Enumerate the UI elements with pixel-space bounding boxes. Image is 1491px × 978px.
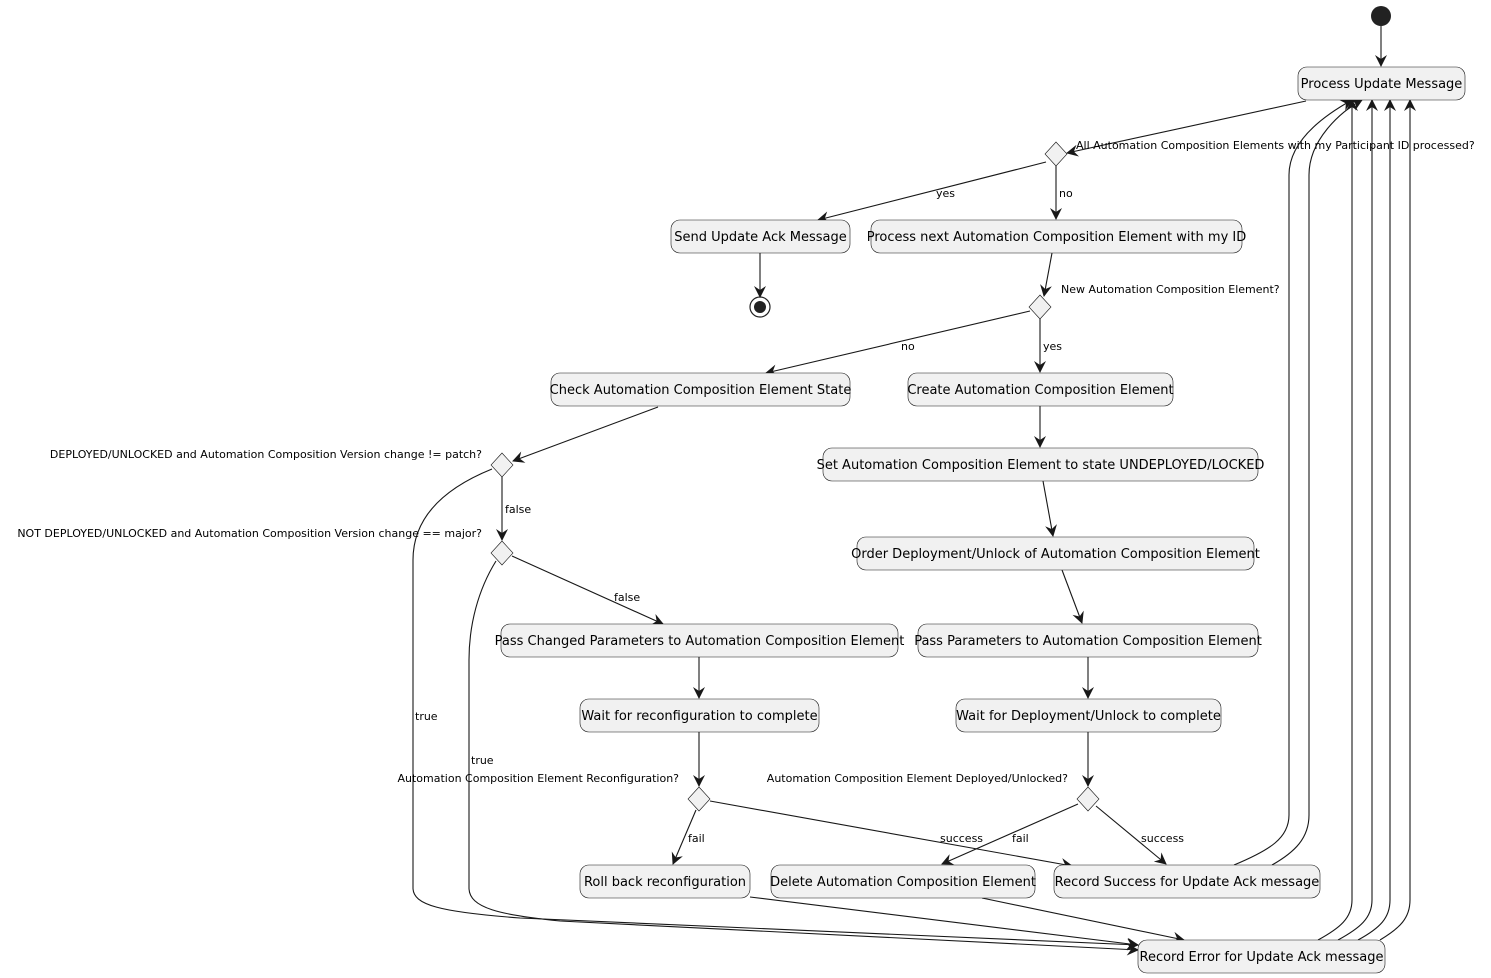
node-create-element: Create Automation Composition Element xyxy=(907,372,1174,407)
node-process-update-message: Process Update Message xyxy=(1297,66,1466,101)
label-new-element-no: no xyxy=(901,340,915,353)
node-pass-parameters: Pass Parameters to Automation Compositio… xyxy=(914,623,1262,658)
node-record-success: Record Success for Update Ack message xyxy=(1053,864,1321,899)
node-send-update-ack-message: Send Update Ack Message xyxy=(670,219,851,254)
node-roll-back-reconfiguration: Roll back reconfiguration xyxy=(579,864,751,899)
svg-text:Check Automation Composition E: Check Automation Composition Element Sta… xyxy=(550,383,852,398)
edge-record-success-loop-1 xyxy=(1233,99,1353,866)
edge-deployed-patch-true xyxy=(412,468,1139,951)
svg-text:Delete Automation Composition: Delete Automation Composition Element xyxy=(770,875,1036,890)
svg-text:Pass Changed Parameters to Aut: Pass Changed Parameters to Automation Co… xyxy=(495,634,905,649)
node-set-element-state: Set Automation Composition Element to st… xyxy=(817,447,1265,482)
svg-text:Roll back reconfiguration: Roll back reconfiguration xyxy=(584,875,746,890)
start-node xyxy=(1371,6,1391,26)
edge-process-update-to-all-processed xyxy=(1066,100,1307,157)
svg-text:Record Success for Update Ack: Record Success for Update Ack message xyxy=(1055,875,1320,890)
svg-text:Record Error for Update Ack me: Record Error for Update Ack message xyxy=(1140,950,1384,965)
edge-reconfiguration-success xyxy=(709,800,1073,870)
edge-check-state-to-deployed-patch xyxy=(512,406,659,463)
svg-text:Process next Automation Compos: Process next Automation Composition Elem… xyxy=(867,230,1247,245)
stop-node xyxy=(749,296,771,318)
edge-record-error-loop-1 xyxy=(1317,99,1358,941)
edge-record-error-loop-3 xyxy=(1357,99,1396,941)
edge-deployed-unlocked-success xyxy=(1095,805,1167,865)
decision-reconfiguration-label: Automation Composition Element Reconfigu… xyxy=(397,772,679,785)
node-check-element-state: Check Automation Composition Element Sta… xyxy=(550,372,852,407)
node-process-next-element: Process next Automation Composition Elem… xyxy=(867,219,1247,254)
label-reconfiguration-success: success xyxy=(940,832,983,845)
svg-text:Send Update Ack Message: Send Update Ack Message xyxy=(674,230,847,245)
decision-new-element-label: New Automation Composition Element? xyxy=(1061,283,1280,296)
svg-text:Set Automation Composition Ele: Set Automation Composition Element to st… xyxy=(817,458,1265,473)
node-record-error: Record Error for Update Ack message xyxy=(1137,939,1386,974)
edge-process-next-to-new-element xyxy=(1040,252,1053,297)
edges xyxy=(412,26,1416,956)
decision-deployed-unlocked: Automation Composition Element Deployed/… xyxy=(767,772,1100,812)
edge-set-state-to-order xyxy=(1042,480,1057,537)
node-order-deployment-unlock: Order Deployment/Unlock of Automation Co… xyxy=(851,536,1260,571)
label-deployed-patch-true: true xyxy=(415,710,438,723)
label-reconfiguration-fail: fail xyxy=(688,832,705,845)
edge-record-success-loop-2 xyxy=(1271,99,1363,866)
svg-text:Pass Parameters to Automation: Pass Parameters to Automation Compositio… xyxy=(914,634,1262,649)
edge-reconfiguration-fail xyxy=(671,809,697,865)
decision-deployed-patch-label: DEPLOYED/UNLOCKED and Automation Composi… xyxy=(50,448,482,461)
decision-new-element: New Automation Composition Element? xyxy=(1028,283,1280,320)
svg-text:Wait for reconfiguration to co: Wait for reconfiguration to complete xyxy=(581,709,817,724)
edge-labels: yes no no yes false true false true fail… xyxy=(415,187,1184,845)
edge-deployed-unlocked-fail xyxy=(941,803,1079,866)
label-all-processed-no: no xyxy=(1059,187,1073,200)
node-delete-element: Delete Automation Composition Element xyxy=(770,864,1036,899)
svg-text:Order Deployment/Unlock of Aut: Order Deployment/Unlock of Automation Co… xyxy=(851,547,1260,562)
decision-not-deployed-major: NOT DEPLOYED/UNLOCKED and Automation Com… xyxy=(17,527,514,566)
edge-record-error-loop-4 xyxy=(1379,99,1416,941)
label-all-processed-yes: yes xyxy=(936,187,955,200)
edge-record-error-loop-2 xyxy=(1337,99,1378,941)
label-deployed-patch-false: false xyxy=(505,503,531,516)
svg-text:Create Automation Composition: Create Automation Composition Element xyxy=(907,383,1173,398)
decision-all-processed: All Automation Composition Elements with… xyxy=(1044,139,1475,167)
node-pass-changed-parameters: Pass Changed Parameters to Automation Co… xyxy=(495,623,905,658)
label-new-element-yes: yes xyxy=(1043,340,1062,353)
label-deployed-unlocked-success: success xyxy=(1141,832,1184,845)
label-not-deployed-major-true: true xyxy=(471,754,494,767)
node-wait-deployment-unlock: Wait for Deployment/Unlock to complete xyxy=(955,698,1222,733)
node-wait-reconfiguration: Wait for reconfiguration to complete xyxy=(579,698,820,733)
svg-text:Wait for Deployment/Unlock to: Wait for Deployment/Unlock to complete xyxy=(956,709,1221,724)
label-not-deployed-major-false: false xyxy=(614,591,640,604)
decision-not-deployed-major-label: NOT DEPLOYED/UNLOCKED and Automation Com… xyxy=(17,527,482,540)
edge-new-element-no xyxy=(765,310,1031,377)
edge-not-deployed-major-false xyxy=(511,555,664,625)
edge-all-processed-yes xyxy=(817,161,1047,224)
svg-text:Process Update Message: Process Update Message xyxy=(1301,77,1463,92)
decision-deployed-patch: DEPLOYED/UNLOCKED and Automation Composi… xyxy=(50,448,514,478)
edge-not-deployed-major-true xyxy=(468,560,1139,956)
decision-all-processed-label: All Automation Composition Elements with… xyxy=(1076,139,1475,152)
label-deployed-unlocked-fail: fail xyxy=(1012,832,1029,845)
decision-deployed-unlocked-label: Automation Composition Element Deployed/… xyxy=(767,772,1068,785)
edge-delete-to-record-error xyxy=(981,897,1185,944)
decision-reconfiguration: Automation Composition Element Reconfigu… xyxy=(397,772,711,812)
edge-order-to-pass-params xyxy=(1061,569,1084,624)
edge-roll-back-to-record-error xyxy=(749,896,1139,950)
